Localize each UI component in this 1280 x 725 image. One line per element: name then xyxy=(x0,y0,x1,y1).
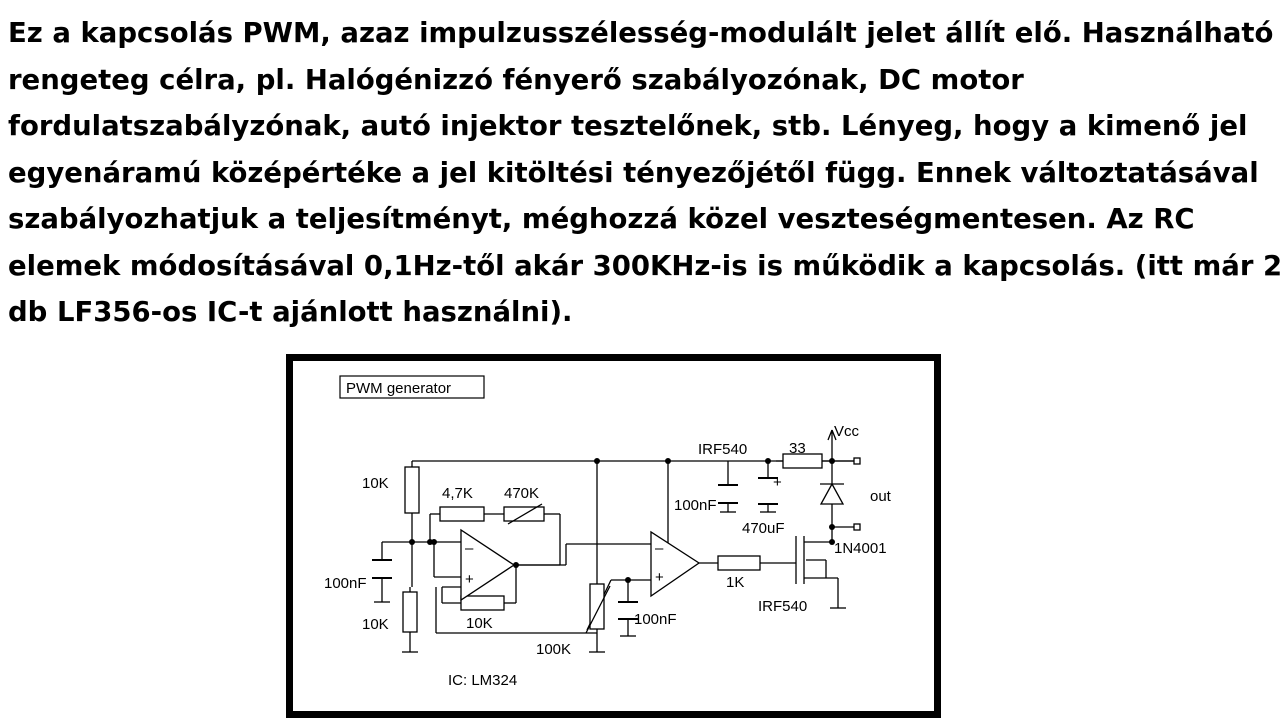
capacitors xyxy=(372,477,778,620)
pwm-schematic: PWM generator xyxy=(286,354,941,718)
description-text: Ez a kapcsolás PWM, azaz impulzusszéless… xyxy=(8,10,1280,336)
terminal-out xyxy=(853,523,861,531)
description-line-5: szabályozhatjuk a teljesítményt, méghozz… xyxy=(8,203,1195,235)
label-pot-100k: 100K xyxy=(536,641,571,658)
label-c-470u-plus: + xyxy=(773,474,782,491)
description-line-3: fordulatszabályzónak, autó injektor tesz… xyxy=(8,110,1248,142)
label-mosfet-bottom: IRF540 xyxy=(758,598,807,615)
description-line-7: db LF356-os IC-t ajánlott használni). xyxy=(8,296,573,328)
label-mosfet-top: IRF540 xyxy=(698,441,747,458)
opamp-1-plus: + xyxy=(465,571,474,588)
pot-wipers xyxy=(507,503,611,634)
label-vcc: Vcc xyxy=(834,423,860,440)
title-box xyxy=(339,375,485,399)
description-line-6: elemek módosításával 0,1Hz-től akár 300K… xyxy=(8,249,1280,282)
junction-dots xyxy=(409,458,835,583)
label-r-4k7: 4,7K xyxy=(442,485,473,502)
resistor-10k-top xyxy=(404,466,420,514)
resistors xyxy=(402,453,823,633)
label-out: out xyxy=(870,488,892,505)
label-diode: 1N4001 xyxy=(834,540,887,557)
description-line-1: Ez a kapcsolás PWM, azaz impulzusszéless… xyxy=(8,17,1274,49)
opamp-1-minus: – xyxy=(465,540,474,557)
description-line-4: egyenáramú középértéke a jel kitöltési t… xyxy=(8,156,1259,189)
opamps xyxy=(460,528,701,602)
label-ic-note: IC: LM324 xyxy=(448,672,517,689)
label-c-470u: 470uF xyxy=(742,520,785,537)
resistor-1k xyxy=(717,555,761,571)
label-pot-470k: 470K xyxy=(504,485,539,502)
opamp-2-minus: – xyxy=(655,540,664,557)
output-terminals xyxy=(853,457,861,531)
label-c-100n-supply: 100nF xyxy=(674,497,717,514)
terminal-vcc xyxy=(853,457,861,465)
resistor-10k-feedback xyxy=(460,595,505,611)
vcc-arrow xyxy=(827,429,837,441)
opamp-2 xyxy=(650,530,701,598)
label-r-33: 33 xyxy=(789,440,806,457)
label-c-100n-left: 100nF xyxy=(324,575,367,592)
description-line-2: rengeteg célra, pl. Halógénizzó fényerő … xyxy=(8,63,1024,96)
label-r-fb-10k: 10K xyxy=(466,615,493,632)
opamp-2-plus: + xyxy=(655,569,664,586)
resistor-33 xyxy=(782,453,823,469)
schematic-title: PWM generator xyxy=(346,380,451,397)
resistor-10k-bottom xyxy=(402,591,418,633)
label-c-100n-mid: 100nF xyxy=(634,611,677,628)
diode-1n4001 xyxy=(819,482,845,505)
wiring xyxy=(381,430,856,652)
label-r-1k: 1K xyxy=(726,574,744,591)
opamp-1 xyxy=(460,528,516,602)
ground-symbols xyxy=(374,511,846,653)
resistor-4k7 xyxy=(439,506,485,522)
label-r-top: 10K xyxy=(362,475,389,492)
label-r-bottom: 10K xyxy=(362,616,389,633)
schematic-frame xyxy=(286,354,941,718)
